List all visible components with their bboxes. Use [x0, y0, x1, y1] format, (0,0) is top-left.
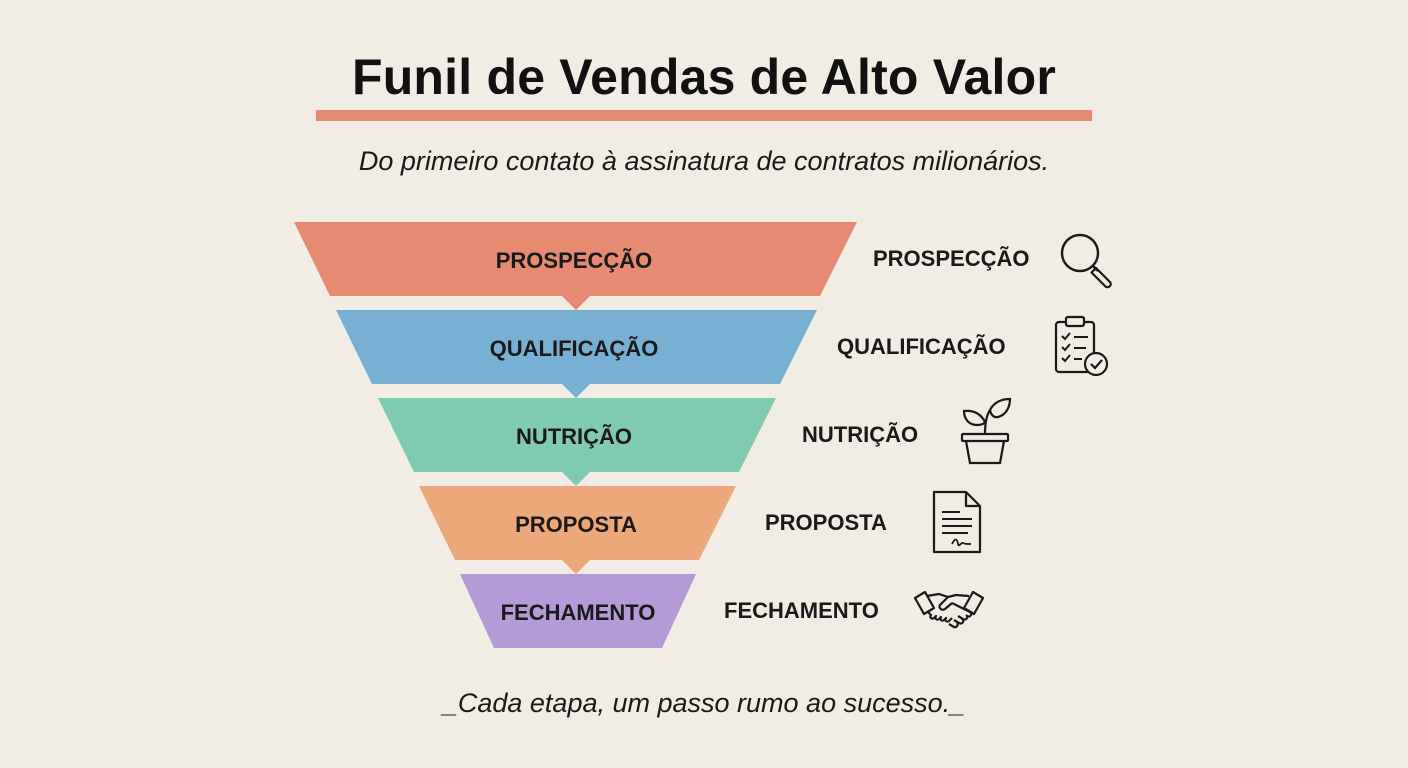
handshake-icon — [913, 590, 985, 629]
plant-pot-icon — [960, 397, 1012, 465]
clipboard-check-icon — [1054, 315, 1109, 377]
title-underline — [316, 110, 1092, 121]
stage-label-fechamento: FECHAMENTO — [501, 600, 656, 625]
side-label-nutricao: NUTRIÇÃO — [802, 422, 919, 447]
funnel-band-qualificacao — [336, 310, 817, 398]
side-label-qualificacao: QUALIFICAÇÃO — [837, 334, 1006, 359]
funnel-stage-fechamento: FECHAMENTO — [460, 574, 696, 648]
funnel-stage-proposta: PROPOSTA — [419, 486, 736, 574]
subtitle: Do primeiro contato à assinatura de cont… — [358, 146, 1050, 176]
funnel-stage-prospeccao: PROSPECÇÃO — [294, 222, 857, 310]
stage-label-prospeccao: PROSPECÇÃO — [496, 248, 652, 273]
footer-tagline: _Cada etapa, um passo rumo ao sucesso._ — [442, 688, 966, 718]
side-label-prospeccao: PROSPECÇÃO — [873, 246, 1030, 271]
funnel-stage-qualificacao: QUALIFICAÇÃO — [336, 310, 817, 398]
magnifier-icon — [1060, 233, 1112, 289]
side-label-fechamento: FECHAMENTO — [724, 598, 879, 623]
funnel-band-prospeccao — [294, 222, 857, 310]
stage-label-proposta: PROPOSTA — [515, 512, 637, 537]
document-icon — [932, 490, 982, 554]
page-title: Funil de Vendas de Alto Valor — [351, 49, 1057, 105]
funnel-band-nutricao — [378, 398, 776, 486]
stage-label-nutricao: NUTRIÇÃO — [516, 424, 632, 449]
funnel-band-fechamento — [460, 574, 696, 648]
side-label-proposta: PROPOSTA — [765, 510, 887, 535]
funnel-band-proposta — [419, 486, 736, 574]
stage-label-qualificacao: QUALIFICAÇÃO — [490, 336, 659, 361]
funnel-stage-nutricao: NUTRIÇÃO — [378, 398, 776, 486]
